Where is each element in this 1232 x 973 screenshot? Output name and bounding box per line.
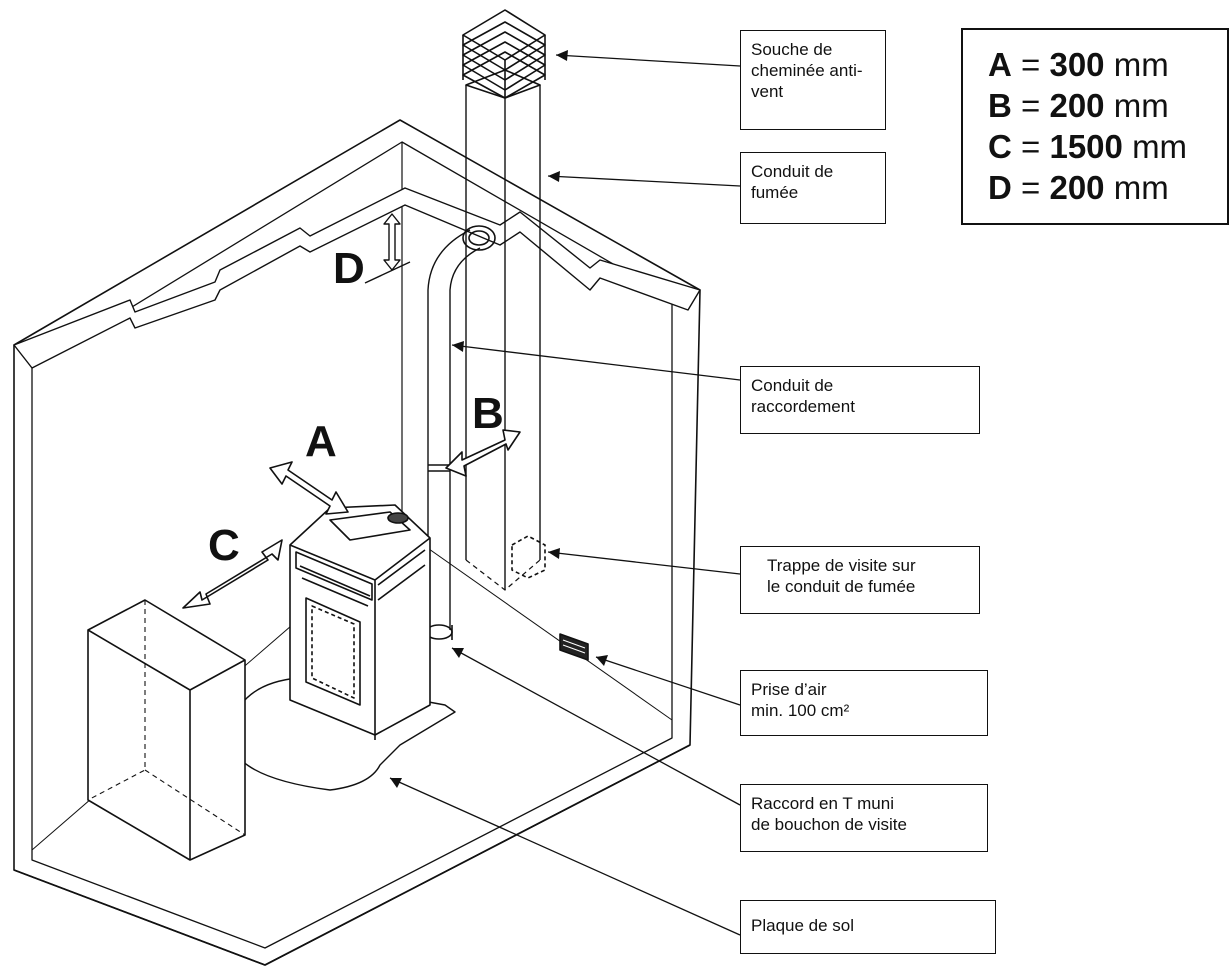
callout-text: Conduit de bbox=[751, 376, 834, 395]
callout-floor-plate: Plaque de sol bbox=[740, 900, 996, 954]
callout-air-intake: Prise d’air min. 100 cm² bbox=[740, 670, 988, 736]
dimension-label-c: C bbox=[208, 521, 240, 570]
callout-text: Conduit de bbox=[751, 162, 834, 181]
leader-connection-pipe bbox=[451, 344, 741, 381]
callout-t-connector: Raccord en T muni de bouchon de visite bbox=[740, 784, 988, 852]
leader-inspection-hatch bbox=[547, 551, 741, 575]
legend-key: C bbox=[988, 128, 1012, 165]
legend-row-b: B = 200 mm bbox=[988, 85, 1227, 126]
callout-text: vent bbox=[751, 82, 784, 101]
leader-flue-duct bbox=[547, 175, 741, 187]
leader-floor-plate bbox=[389, 777, 741, 936]
dimension-arrow-a bbox=[269, 461, 349, 515]
callout-text: raccordement bbox=[751, 397, 855, 416]
callout-flue-duct: Conduit de fumée bbox=[740, 152, 886, 224]
dimensions-legend: A = 300 mm B = 200 mm C = 1500 mm D = 20… bbox=[961, 28, 1229, 225]
callout-text: fumée bbox=[751, 183, 799, 202]
legend-unit: mm bbox=[1113, 87, 1169, 124]
legend-value: 200 bbox=[1049, 169, 1105, 206]
dimension-label-d: D bbox=[333, 244, 365, 293]
legend-equals: = bbox=[1021, 169, 1041, 206]
callout-inspection-hatch: Trappe de visite sur le conduit de fumée bbox=[740, 546, 980, 614]
callout-text: min. 100 cm² bbox=[751, 701, 850, 720]
legend-equals: = bbox=[1021, 87, 1041, 124]
callout-text: le conduit de fumée bbox=[767, 577, 916, 596]
leader-air-intake bbox=[595, 656, 741, 706]
legend-unit: mm bbox=[1113, 169, 1169, 206]
callout-chimney-cap: Souche de cheminée anti- vent bbox=[740, 30, 886, 130]
floor-plate-shape bbox=[229, 677, 456, 791]
stove-shape bbox=[289, 504, 431, 740]
dimension-arrow-c bbox=[182, 539, 283, 609]
callout-text: Raccord en T muni bbox=[751, 794, 894, 813]
inspection-hatch-shape bbox=[511, 535, 546, 579]
leader-chimney-cap bbox=[555, 54, 741, 67]
legend-key: D bbox=[988, 169, 1012, 206]
callout-text: Plaque de sol bbox=[751, 916, 855, 935]
dimension-label-b: B bbox=[472, 389, 504, 438]
legend-unit: mm bbox=[1113, 46, 1169, 83]
legend-value: 300 bbox=[1049, 46, 1105, 83]
callout-connection-pipe: Conduit de raccordement bbox=[740, 366, 980, 434]
legend-equals: = bbox=[1021, 46, 1041, 83]
callout-text: Trappe de visite sur bbox=[767, 556, 916, 575]
legend-key: A bbox=[988, 46, 1012, 83]
callout-text: de bouchon de visite bbox=[751, 815, 907, 834]
legend-value: 200 bbox=[1049, 87, 1105, 124]
cabinet-shape bbox=[87, 599, 246, 861]
ceiling-cut-profile bbox=[13, 187, 701, 369]
leader-t-connector bbox=[451, 647, 741, 806]
legend-key: B bbox=[988, 87, 1012, 124]
dimension-arrow-b bbox=[445, 429, 521, 477]
callout-text: Prise d’air bbox=[751, 680, 827, 699]
legend-row-d: D = 200 mm bbox=[988, 167, 1227, 208]
floor-edge bbox=[13, 744, 691, 966]
legend-unit: mm bbox=[1132, 128, 1188, 165]
legend-value: 1500 bbox=[1049, 128, 1123, 165]
legend-row-c: C = 1500 mm bbox=[988, 126, 1227, 167]
callout-text: cheminée anti- bbox=[751, 61, 863, 80]
callout-text: Souche de bbox=[751, 40, 833, 59]
air-intake-shape bbox=[559, 633, 589, 661]
legend-row-a: A = 300 mm bbox=[988, 44, 1227, 85]
legend-equals: = bbox=[1021, 128, 1041, 165]
chimney-cap-shape bbox=[462, 9, 546, 99]
flue-duct bbox=[465, 70, 541, 590]
dimension-label-a: A bbox=[305, 417, 337, 466]
dimension-arrow-d bbox=[364, 213, 411, 284]
